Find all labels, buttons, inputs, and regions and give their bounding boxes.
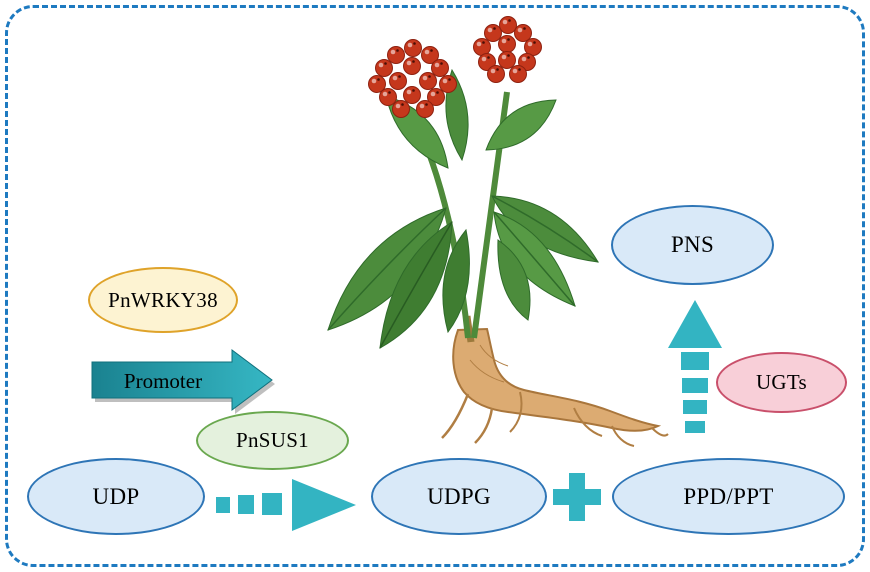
node-pnwrky38-label: PnWRKY38 — [108, 287, 218, 312]
node-ppd-ppt: PPD/PPT — [612, 458, 845, 535]
promoter-arrow-label: Promoter — [123, 368, 203, 393]
node-pnsus1: PnSUS1 — [196, 411, 349, 470]
node-pnsus1-label: PnSUS1 — [235, 428, 309, 452]
node-udpg-label: UDPG — [427, 483, 491, 509]
node-udpg: UDPG — [371, 458, 547, 535]
block-right-arrow-icon — [91, 349, 275, 414]
plus-icon — [553, 473, 601, 521]
node-pns-label: PNS — [670, 232, 715, 257]
ginseng-plant-illustration — [327, 16, 669, 447]
dashed-up-arrow-icon — [668, 300, 722, 433]
node-ugts-label: UGTs — [755, 370, 808, 394]
node-udp: UDP — [27, 458, 205, 535]
node-pnwrky38: PnWRKY38 — [88, 267, 238, 333]
dashed-right-arrow-icon — [216, 479, 356, 531]
node-udp-label: UDP — [92, 483, 140, 509]
node-ugts: UGTs — [716, 352, 847, 413]
node-ppd-ppt-label: PPD/PPT — [683, 483, 774, 509]
node-pns: PNS — [611, 205, 774, 285]
